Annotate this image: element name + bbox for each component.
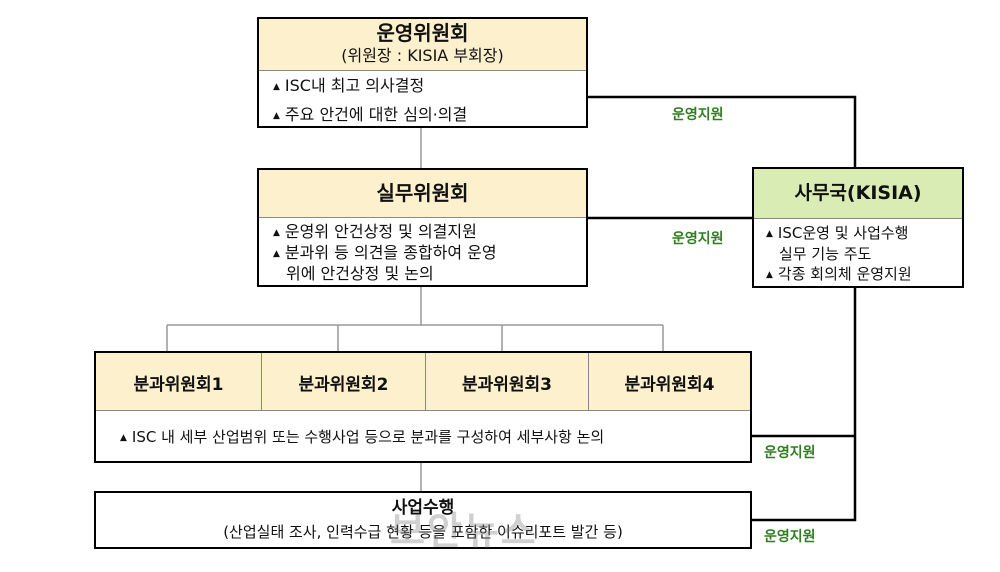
subcommittee-2: 분과위원회2 (262, 353, 426, 411)
secretariat-box: 사무국(KISIA) ▲ISC운영 및 사업수행 실무 기능 주도 ▲각종 회의… (752, 167, 964, 288)
working-committee-title: 실무위원회 (376, 181, 469, 205)
secretariat-item: ▲ISC운영 및 사업수행 (766, 224, 909, 242)
subcommittee-1: 분과위원회1 (96, 353, 262, 411)
steering-committee-title: 운영위원회 (376, 21, 469, 45)
bullet-triangle-icon: ▲ (273, 249, 280, 259)
bullet-triangle-icon: ▲ (273, 82, 280, 92)
bullet-triangle-icon: ▲ (273, 111, 280, 121)
committee-item: ▲ISC내 최고 의사결정 (273, 76, 425, 95)
projects-box: 사업수행 (산업실태 조사, 인력수급 현황 등을 포함한 이슈리포트 발간 등… (94, 491, 752, 549)
subcommittees-box: 분과위원회1 분과위원회2 분과위원회3 분과위원회4 ▲ISC 내 세부 산업… (94, 351, 752, 463)
projects-title: 사업수행 (391, 498, 455, 518)
committee-item: ▲주요 안건에 대한 심의·의결 (273, 105, 468, 124)
support-label: 운영지원 (764, 529, 816, 545)
secretariat-item-continued: 실무 기능 주도 (779, 245, 872, 263)
secretariat-header: 사무국(KISIA) (754, 169, 962, 219)
subcommittee-4: 분과위원회4 (624, 374, 715, 395)
steering-committee-box: 운영위원회 (위원장 : KISIA 부회장) ▲ISC내 최고 의사결정 ▲주… (257, 17, 588, 128)
watermark-logo: 보안뉴스 (390, 509, 538, 553)
working-item: ▲운영위 안건상정 및 의결지원 (273, 222, 477, 241)
working-committee-box: 실무위원회 ▲운영위 안건상정 및 의결지원 ▲분과위 등 의견을 종합하여 운… (257, 168, 588, 287)
subcommittees-header-row: 분과위원회1 분과위원회2 분과위원회3 분과위원회4 (96, 353, 750, 411)
secretariat-title: 사무국(KISIA) (794, 182, 922, 204)
bullet-triangle-icon: ▲ (273, 228, 280, 238)
steering-committee-subtitle: (위원장 : KISIA 부회장) (341, 46, 504, 65)
working-committee-header: 실무위원회 (259, 170, 586, 218)
subcommittee-3: 분과위원회3 (426, 353, 589, 411)
support-label: 운영지원 (672, 107, 724, 123)
secretariat-item: ▲각종 회의체 운영지원 (766, 265, 912, 283)
support-line-down (752, 288, 857, 522)
subcommittees-description: ▲ISC 내 세부 산업범위 또는 수행사업 등으로 분과를 구성하여 세부사항… (120, 428, 605, 446)
bullet-triangle-icon: ▲ (766, 229, 773, 239)
bullet-triangle-icon: ▲ (766, 270, 773, 280)
working-item-continued: 위에 안건상정 및 논의 (286, 264, 434, 283)
support-label: 운영지원 (672, 231, 724, 247)
bullet-triangle-icon: ▲ (120, 433, 127, 443)
support-label: 운영지원 (764, 445, 816, 461)
working-item: ▲분과위 등 의견을 종합하여 운영 (273, 243, 497, 262)
projects-description: (산업실태 조사, 인력수급 현황 등을 포함한 이슈리포트 발간 등) (223, 523, 623, 541)
support-line-committee (588, 95, 857, 167)
steering-committee-header: 운영위원회 (위원장 : KISIA 부회장) (259, 19, 586, 71)
